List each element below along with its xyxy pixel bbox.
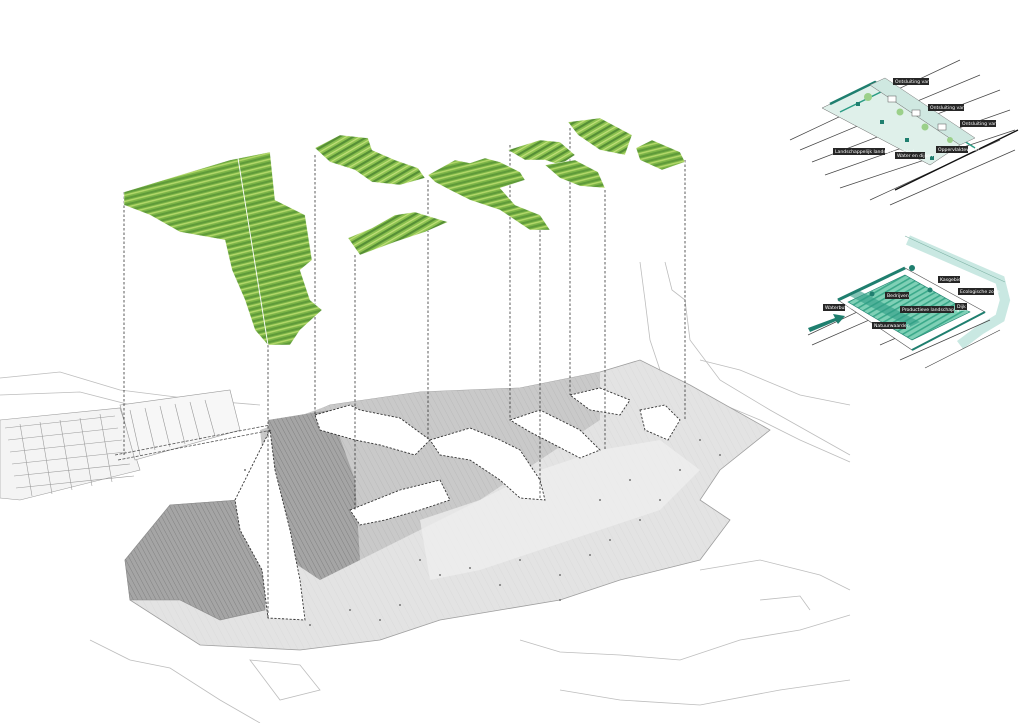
footprint-east-3 <box>639 404 681 441</box>
field-layer-center-top <box>314 134 426 186</box>
inset-top-labels: Ontsluiting van lanen Ontsluiting van wa… <box>833 78 1011 159</box>
svg-text:Ecologische zone: Ecologische zone <box>960 289 1000 295</box>
town-grid <box>0 389 241 501</box>
svg-text:Natuurwaarden: Natuurwaarden <box>874 323 910 329</box>
footprint-center-2 <box>349 479 451 526</box>
field-layer-west <box>123 151 323 346</box>
projection-lines <box>123 128 686 618</box>
base-map <box>0 261 851 723</box>
inset-bottom-label-7: Dijk <box>955 303 967 310</box>
svg-text:Waterbuffer: Waterbuffer <box>825 305 852 311</box>
inset-top-label-4: Landschappelijk landschap gebied <box>833 148 914 155</box>
field-layer-east-3 <box>567 117 633 156</box>
svg-text:Productieve landschapsgebied: Productieve landschapsgebied <box>902 307 972 313</box>
svg-text:Dijk: Dijk <box>957 304 966 310</box>
field-layer-center-bottom <box>347 211 449 256</box>
footprint-west <box>234 428 306 621</box>
inset-bottom: Waterbuffer Bedrijven Kasgebied Producti… <box>807 235 1011 369</box>
inset-bottom-label-1: Waterbuffer <box>823 304 852 311</box>
svg-text:Ontsluiting van water: Ontsluiting van water <box>930 105 980 111</box>
footprint-center-1 <box>314 404 431 456</box>
footprint-center-3 <box>429 427 546 501</box>
svg-text:Bedrijven: Bedrijven <box>887 293 909 299</box>
floating-fields <box>123 117 686 346</box>
svg-text:Ontsluiting van lanen: Ontsluiting van lanen <box>895 79 944 85</box>
footprints <box>234 387 681 621</box>
inset-top-label-1: Ontsluiting van lanen <box>893 78 944 85</box>
field-layer-east-4 <box>635 139 686 171</box>
svg-text:Ontsluiting van kavel: Ontsluiting van kavel <box>962 121 1011 127</box>
inset-bottom-label-2: Bedrijven <box>885 292 909 299</box>
svg-text:Landschappelijk landschap gebi: Landschappelijk landschap gebied <box>835 149 914 155</box>
inset-bottom-label-6: Ecologische zone <box>958 288 1000 295</box>
inset-bottom-label-4: Productieve landschapsgebied <box>900 306 972 313</box>
svg-text:Water en dijken: Water en dijken <box>897 153 933 159</box>
field-road-line <box>237 157 269 346</box>
footprint-east-1 <box>508 409 601 459</box>
inset-top: Ontsluiting van lanen Ontsluiting van wa… <box>789 59 1019 206</box>
dike-road <box>114 424 273 461</box>
arrow-right-icon <box>808 314 845 332</box>
inset-top-label-5: Water en dijken <box>895 152 933 159</box>
inset-top-label-6: Oppervlaktewater <box>936 146 979 153</box>
svg-text:Kasgebied: Kasgebied <box>940 277 964 283</box>
inset-top-label-2: Ontsluiting van water <box>928 104 980 111</box>
field-layer-middle <box>427 157 551 231</box>
inset-bottom-labels: Waterbuffer Bedrijven Kasgebied Producti… <box>823 276 1000 329</box>
inset-bottom-label-3: Kasgebied <box>938 276 964 283</box>
house-icon <box>887 95 947 131</box>
tree-icon <box>864 93 953 143</box>
footprint-east-2 <box>568 387 631 416</box>
polder-light-swirl <box>420 440 700 580</box>
field-layer-east-2 <box>544 159 606 189</box>
svg-text:Oppervlaktewater: Oppervlaktewater <box>938 147 979 153</box>
field-layer-east-1 <box>507 139 576 166</box>
inset-top-label-3: Ontsluiting van kavel <box>960 120 1011 127</box>
inset-bottom-label-5: Natuurwaarden <box>872 322 910 329</box>
